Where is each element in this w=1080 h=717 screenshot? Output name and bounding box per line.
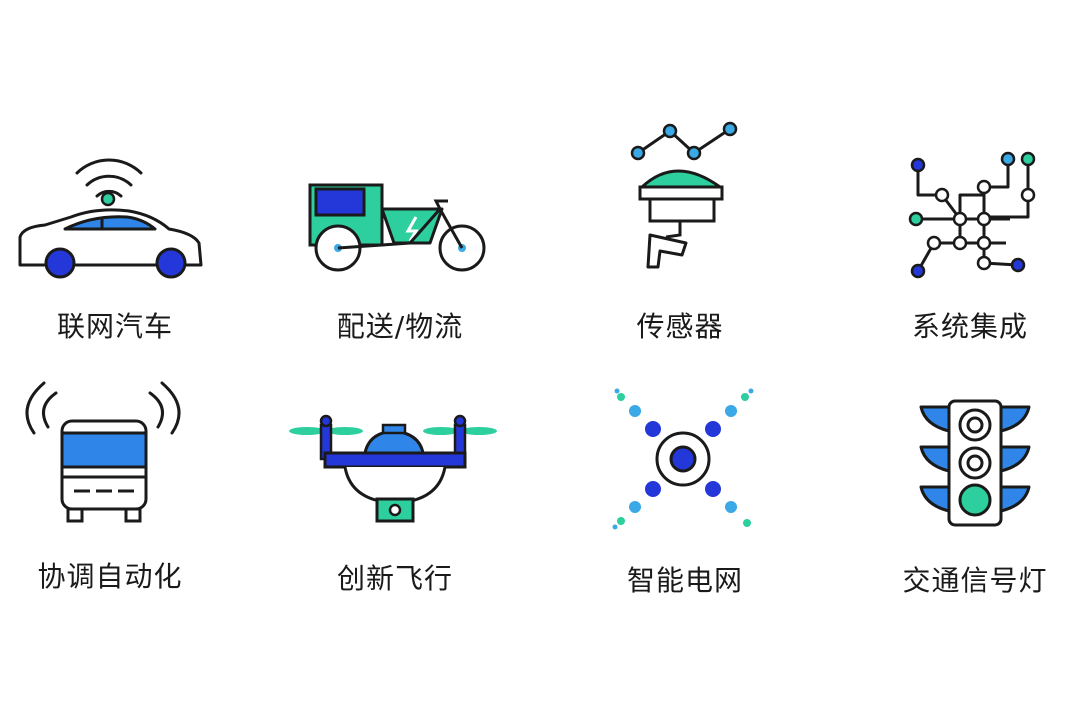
item-label: 系统集成 (911, 310, 1028, 343)
item-label: 协调自动化 (37, 560, 183, 593)
item-connected-car: 联网汽车 (5, 125, 225, 385)
drone-icon (289, 414, 497, 523)
item-system-integration: 系统集成 (860, 125, 1080, 385)
item-sensor: 传感器 (570, 121, 790, 385)
item-label: 交通信号灯 (902, 564, 1048, 597)
traffic-light-icon (919, 399, 1031, 527)
connected-car-icon (18, 158, 203, 279)
item-label: 配送/物流 (336, 310, 464, 343)
item-label: 创新飞行 (336, 562, 453, 595)
item-innovative-flight: 创新飞行 (285, 385, 505, 645)
item-smart-grid: 智能电网 (575, 385, 795, 645)
item-label: 联网汽车 (56, 310, 173, 343)
item-delivery: 配送/物流 (290, 125, 510, 385)
smart-grid-icon (612, 388, 754, 530)
item-label: 智能电网 (626, 564, 743, 597)
delivery-tricycle-icon (308, 183, 486, 272)
bus-icon (25, 381, 181, 523)
item-label: 传感器 (636, 310, 724, 343)
sensor-camera-icon (630, 121, 738, 269)
circuit-network-icon (908, 151, 1036, 279)
item-traffic-light: 交通信号灯 (865, 385, 1080, 645)
item-coordination: 协调自动化 (0, 381, 220, 645)
